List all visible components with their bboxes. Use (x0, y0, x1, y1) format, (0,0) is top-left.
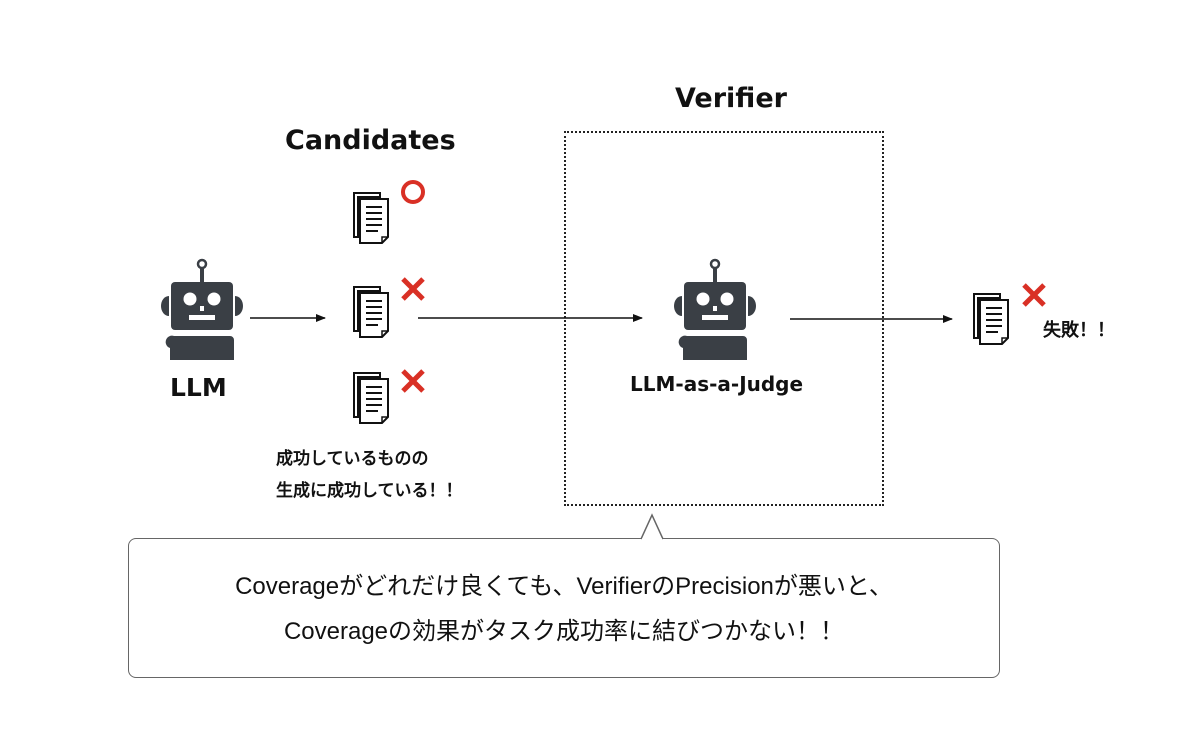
correct-circle-icon (401, 180, 425, 204)
incorrect-cross-icon-2 (403, 371, 423, 391)
judge-robot-icon (672, 258, 758, 362)
output-document-icon (973, 293, 1009, 345)
candidate-document-icon-2 (353, 286, 389, 338)
judge-label: LLM-as-a-Judge (630, 372, 804, 396)
incorrect-cross-icon-1 (403, 279, 423, 299)
callout-line1: Coverageがどれだけ良くても、VerifierのPrecisionが悪いと… (235, 573, 893, 600)
llm-label: LLM (170, 373, 227, 402)
candidate-document-icon-3 (353, 372, 389, 424)
candidates-title: Candidates (285, 125, 456, 156)
verifier-title: Verifier (675, 83, 787, 114)
candidate-document-icon-1 (353, 192, 389, 244)
candidates-note-line2: 生成に成功している！！ (276, 481, 463, 501)
callout-line2: Coverageの効果がタスク成功率に結びつかない！！ (283, 618, 845, 645)
candidates-note: 成功しているものの 生成に成功している！！ (276, 443, 463, 507)
callout-box (128, 538, 1000, 678)
output-cross-icon (1024, 285, 1044, 305)
candidates-note-line1: 成功しているものの (276, 449, 429, 469)
failure-label: 失敗！！ (1043, 320, 1115, 341)
llm-robot-icon (159, 258, 245, 362)
